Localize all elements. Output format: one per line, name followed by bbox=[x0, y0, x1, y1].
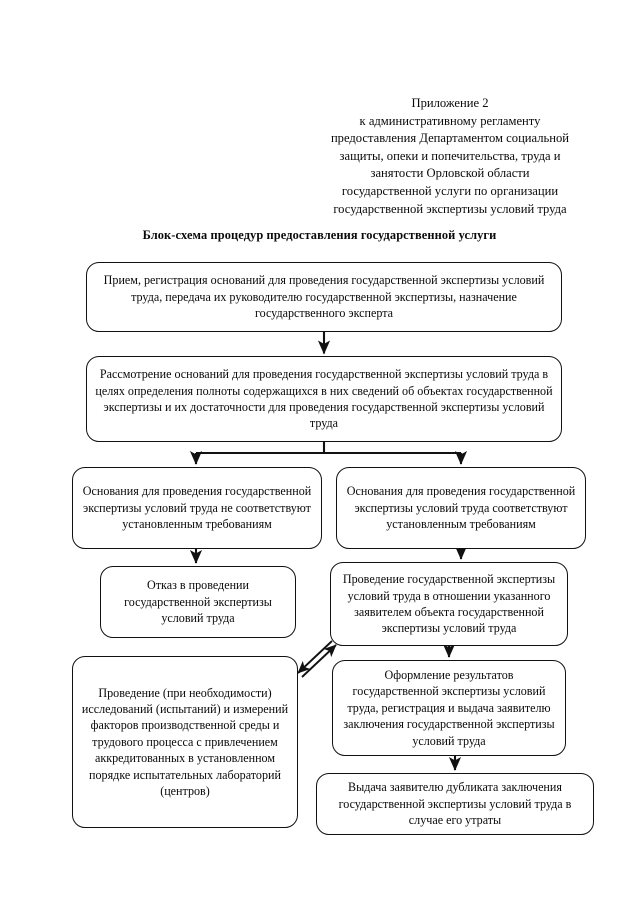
flow-node-not-compliant-label: Основания для проведения государственной… bbox=[82, 484, 312, 532]
flow-node-intake: Прием, регистрация оснований для проведе… bbox=[86, 262, 562, 332]
header-line-4: защиты, опеки и попечительства, труда и bbox=[339, 148, 561, 163]
flow-node-review: Рассмотрение оснований для проведения го… bbox=[86, 356, 562, 442]
header-line-2: к административному регламенту bbox=[359, 113, 541, 128]
flow-node-refusal-label: Отказ в проведении государственной экспе… bbox=[124, 578, 272, 626]
header-line-5: занятости Орловской области bbox=[370, 166, 530, 181]
flow-node-refusal: Отказ в проведении государственной экспе… bbox=[100, 566, 296, 638]
flow-node-measurements-label: Проведение (при необходимости) исследова… bbox=[81, 685, 289, 799]
flow-node-duplicate-label: Выдача заявителю дубликата заключения го… bbox=[338, 780, 572, 828]
header-line-3: предоставления Департаментом социальной bbox=[330, 131, 570, 146]
connector-n7-n6-double-b bbox=[297, 640, 333, 674]
flow-node-intake-label: Прием, регистрация оснований для проведе… bbox=[103, 273, 545, 321]
flow-node-measurements: Проведение (при необходимости) исследова… bbox=[72, 656, 298, 828]
flow-node-compliant: Основания для проведения государственной… bbox=[336, 467, 586, 549]
flow-node-duplicate: Выдача заявителю дубликата заключения го… bbox=[316, 773, 594, 835]
header-line-7: государственной экспертизы условий труда bbox=[333, 201, 567, 216]
connector-n7-n6-double-a bbox=[301, 644, 337, 678]
document-header: Приложение 2 к административному регламе… bbox=[300, 95, 600, 218]
flow-node-compliant-label: Основания для проведения государственной… bbox=[346, 484, 576, 532]
flow-node-expertise-label: Проведение государственной экспертизы ус… bbox=[342, 572, 556, 636]
flow-node-results-label: Оформление результатов государственной э… bbox=[343, 667, 555, 748]
flow-node-results: Оформление результатов государственной э… bbox=[332, 660, 566, 756]
flow-node-review-label: Рассмотрение оснований для проведения го… bbox=[95, 367, 553, 431]
flowchart-title: Блок-схема процедур предоставления госуд… bbox=[142, 228, 497, 242]
header-line-6: государственной услуги по организации bbox=[341, 183, 559, 198]
header-line-1: Приложение 2 bbox=[411, 96, 489, 110]
flow-node-expertise: Проведение государственной экспертизы ус… bbox=[330, 562, 568, 646]
flow-node-not-compliant: Основания для проведения государственной… bbox=[72, 467, 322, 549]
